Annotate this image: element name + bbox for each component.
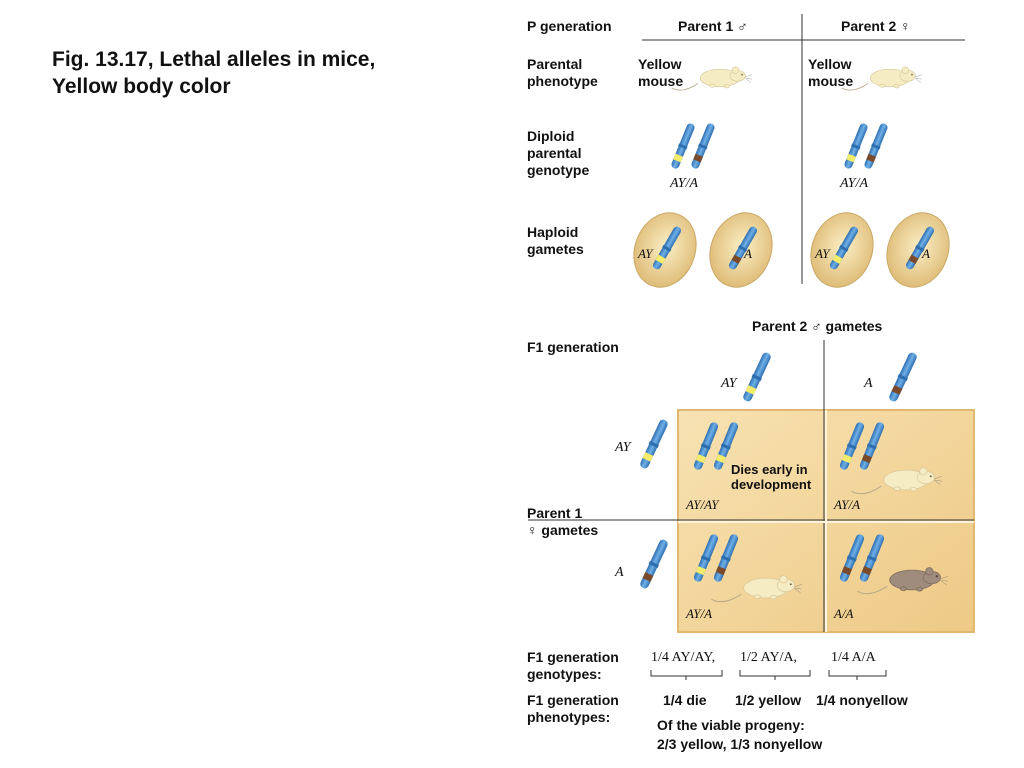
title-line-2: Yellow body color (52, 75, 231, 98)
f1-generation-label: F1 generation (527, 339, 619, 355)
f1-col-gamete-2: A (864, 376, 873, 391)
f1-col-gamete-a-chromosome (887, 350, 919, 404)
f1-row-gamete-1: AY (615, 440, 631, 455)
f1-genotypes-label: F1 generation genotypes: (527, 649, 619, 682)
f1-phenotypes-label: F1 generation phenotypes: (527, 692, 619, 725)
f1-col-gamete-1: AY (721, 376, 737, 391)
genotype-brackets (650, 670, 887, 680)
slide-title: Fig. 13.17, Lethal alleles in mice, Yell… (52, 46, 492, 100)
parent2-phenotype: Yellow mouse (808, 56, 854, 89)
parent1-chromosome-pair (669, 122, 717, 170)
parent2-gamete-a-label: A (922, 246, 930, 261)
cell-12-genotype: AY/A (834, 497, 861, 512)
f1-row-gamete-ay-chromosome (638, 417, 670, 471)
viable-progeny-ratio: 2/3 yellow, 1/3 nonyellow (657, 736, 823, 752)
f1-phenotype-3: 1/4 nonyellow (816, 692, 908, 708)
parent2-chromosome-pair (842, 122, 890, 170)
title-line-1: Fig. 13.17, Lethal alleles in mice, (52, 48, 376, 71)
parent1-header: Parent 1 ♂ (678, 18, 748, 34)
f1-column-header: Parent 2 ♂ gametes (752, 318, 883, 334)
viable-progeny-label: Of the viable progeny: (657, 717, 805, 733)
parent1-phenotype: Yellow mouse (638, 56, 684, 89)
f1-genotype-2: 1/2 AY/A, (740, 650, 798, 665)
p-generation-label: P generation (527, 18, 612, 34)
cell-11-note: Dies early in development (731, 462, 812, 492)
parent2-mouse-image (841, 66, 923, 91)
f1-genotype-3: 1/4 A/A (831, 650, 876, 665)
parent2-genotype: AY/A (840, 176, 869, 191)
parent2-gamete-ay-label: AY (815, 246, 830, 261)
f1-phenotype-1: 1/4 die (663, 692, 707, 708)
f1-col-gamete-ay-chromosome (741, 350, 773, 404)
parent2-header: Parent 2 ♀ (841, 18, 911, 34)
parent1-gamete-ay (633, 212, 697, 288)
parent2-gamete-a (886, 212, 950, 288)
f1-genotype-1: 1/4 AY/AY, (651, 650, 716, 665)
parent1-gamete-a-label: A (744, 246, 752, 261)
parent2-gamete-ay (810, 212, 874, 288)
parent1-gamete-ay-label: AY (638, 246, 653, 261)
parent1-mouse-image (671, 66, 753, 91)
parent1-genotype: AY/A (670, 176, 699, 191)
f1-row-gamete-a-chromosome (638, 537, 670, 591)
cell-21-genotype: AY/A (686, 606, 713, 621)
cell-11-genotype: AY/AY (686, 497, 719, 512)
diploid-genotype-label: Diploid parental genotype (527, 128, 590, 178)
f1-row-gamete-2: A (615, 565, 624, 580)
f1-row-header: Parent 1 ♀ gametes (527, 505, 599, 538)
f1-phenotype-2: 1/2 yellow (735, 692, 802, 708)
parental-phenotype-label: Parental phenotype (527, 56, 598, 89)
cell-22-genotype: A/A (834, 606, 854, 621)
parent1-gamete-a (709, 212, 773, 288)
haploid-gametes-label: Haploid gametes (527, 224, 584, 257)
